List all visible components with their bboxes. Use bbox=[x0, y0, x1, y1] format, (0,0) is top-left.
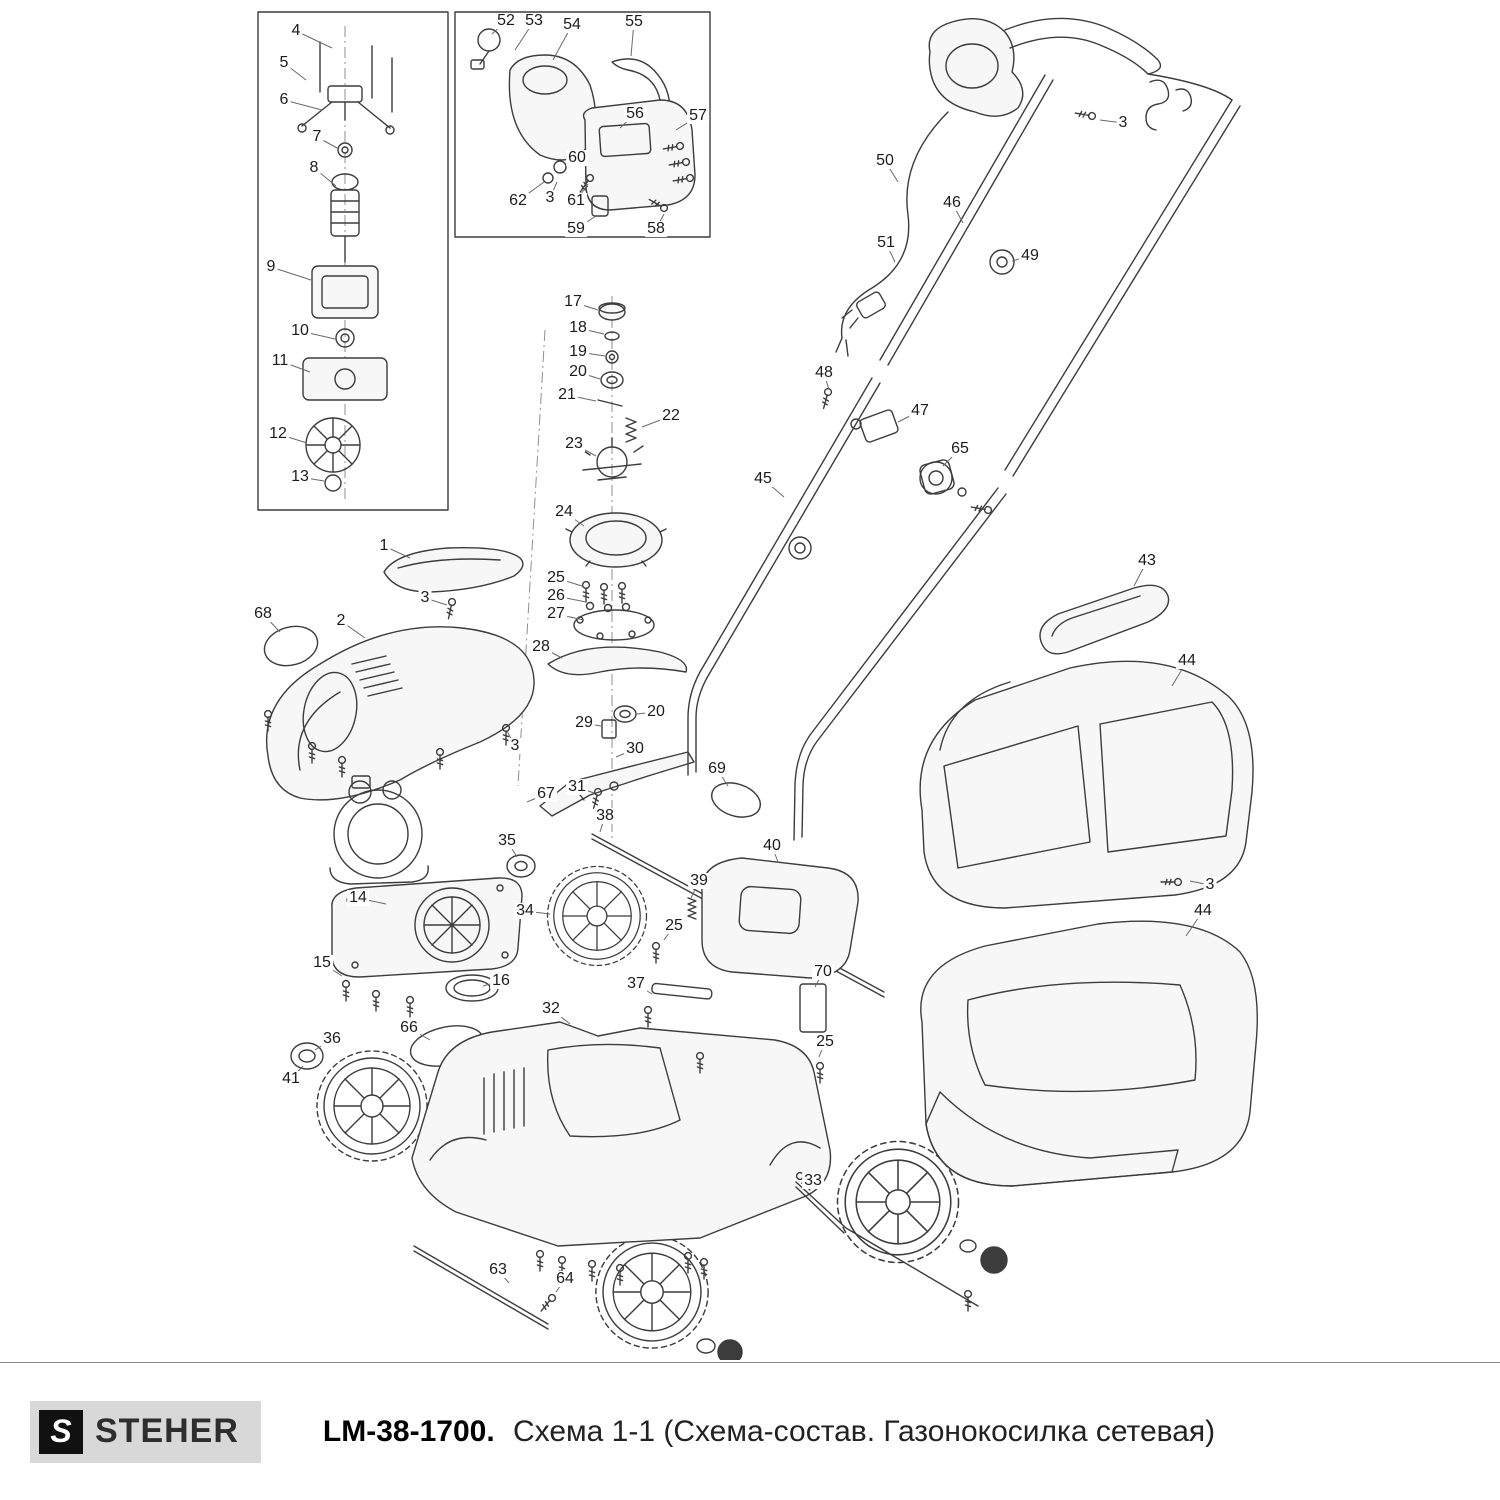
part-callout-11: 11 bbox=[269, 352, 291, 369]
part-callout-32: 32 bbox=[540, 1000, 562, 1017]
part-callout-6: 6 bbox=[277, 91, 291, 108]
part-callout-41: 41 bbox=[280, 1070, 302, 1087]
part-callout-25: 25 bbox=[814, 1033, 836, 1050]
document-title: LM-38-1700. Схема 1-1 (Схема-состав. Газ… bbox=[323, 1415, 1215, 1449]
grass-catcher-assembly bbox=[919, 584, 1258, 1187]
part-callout-35: 35 bbox=[496, 832, 518, 849]
mower-deck-housing bbox=[411, 782, 979, 1330]
handlebar-assembly bbox=[687, 17, 1241, 841]
part-callout-69: 69 bbox=[706, 760, 728, 777]
part-callout-7: 7 bbox=[310, 128, 324, 145]
part-callout-33: 33 bbox=[802, 1172, 824, 1189]
part-callout-65: 65 bbox=[949, 440, 971, 457]
lawn-mower-exploded-drawing bbox=[257, 11, 1258, 1360]
part-callout-59: 59 bbox=[565, 220, 587, 237]
part-callout-66: 66 bbox=[398, 1019, 420, 1036]
part-callout-50: 50 bbox=[874, 152, 896, 169]
part-callout-39: 39 bbox=[688, 872, 710, 889]
footer: S STEHER LM-38-1700. Схема 1-1 (Схема-со… bbox=[0, 1362, 1500, 1500]
part-callout-53: 53 bbox=[523, 12, 545, 29]
motor-cover-assembly bbox=[263, 547, 536, 1070]
part-callout-20: 20 bbox=[567, 363, 589, 380]
part-callout-62: 62 bbox=[507, 192, 529, 209]
schema-subtitle: Схема 1-1 (Схема-состав. Газонокосилка с… bbox=[513, 1414, 1216, 1448]
part-callout-58: 58 bbox=[645, 220, 667, 237]
part-callout-51: 51 bbox=[875, 234, 897, 251]
part-callout-5: 5 bbox=[277, 54, 291, 71]
part-callout-44: 44 bbox=[1192, 902, 1214, 919]
part-callout-40: 40 bbox=[761, 837, 783, 854]
part-callout-36: 36 bbox=[321, 1030, 343, 1047]
part-callout-18: 18 bbox=[567, 319, 589, 336]
part-callout-22: 22 bbox=[660, 407, 682, 424]
part-callout-3: 3 bbox=[1116, 114, 1130, 131]
part-callout-30: 30 bbox=[624, 740, 646, 757]
part-callout-24: 24 bbox=[553, 503, 575, 520]
part-callout-64: 64 bbox=[554, 1270, 576, 1287]
part-callout-14: 14 bbox=[347, 889, 369, 906]
part-callout-1: 1 bbox=[377, 537, 391, 554]
inset-box-switch-assembly bbox=[454, 11, 711, 238]
part-callout-26: 26 bbox=[545, 587, 567, 604]
part-callout-67: 67 bbox=[535, 785, 557, 802]
part-callout-70: 70 bbox=[812, 963, 834, 980]
part-callout-43: 43 bbox=[1136, 552, 1158, 569]
wheels bbox=[316, 865, 1008, 1360]
part-callout-34: 34 bbox=[514, 902, 536, 919]
part-callout-25: 25 bbox=[545, 569, 567, 586]
part-callout-3: 3 bbox=[508, 737, 522, 754]
part-callout-3: 3 bbox=[418, 589, 432, 606]
inset-box-motor-assembly bbox=[257, 11, 449, 511]
part-callout-15: 15 bbox=[311, 954, 333, 971]
part-callout-21: 21 bbox=[556, 386, 578, 403]
model-number: LM-38-1700. bbox=[322, 1414, 495, 1448]
part-callout-54: 54 bbox=[561, 16, 583, 33]
part-callout-48: 48 bbox=[813, 364, 835, 381]
part-callout-68: 68 bbox=[252, 605, 274, 622]
part-callout-38: 38 bbox=[594, 807, 616, 824]
part-callout-56: 56 bbox=[624, 105, 646, 122]
part-callout-8: 8 bbox=[307, 159, 321, 176]
part-callout-52: 52 bbox=[495, 12, 517, 29]
spindle-column bbox=[517, 296, 885, 998]
part-callout-57: 57 bbox=[687, 107, 709, 124]
part-callout-46: 46 bbox=[941, 194, 963, 211]
steher-logo-letter: S bbox=[50, 1413, 72, 1449]
part-callout-19: 19 bbox=[567, 343, 589, 360]
part-callout-9: 9 bbox=[264, 258, 278, 275]
part-callout-27: 27 bbox=[545, 605, 567, 622]
part-callout-44: 44 bbox=[1176, 652, 1198, 669]
part-callout-63: 63 bbox=[487, 1261, 509, 1278]
part-callout-61: 61 bbox=[565, 192, 587, 209]
steher-logo-icon: S bbox=[39, 1409, 83, 1454]
part-callout-4: 4 bbox=[289, 22, 303, 39]
part-callout-31: 31 bbox=[566, 778, 588, 795]
part-callout-47: 47 bbox=[909, 402, 931, 419]
part-callout-45: 45 bbox=[752, 470, 774, 487]
part-callout-3: 3 bbox=[1203, 876, 1217, 893]
part-callout-25: 25 bbox=[663, 917, 685, 934]
part-callout-10: 10 bbox=[289, 322, 311, 339]
part-callout-12: 12 bbox=[267, 425, 289, 442]
part-callout-60: 60 bbox=[566, 149, 588, 166]
part-callout-28: 28 bbox=[530, 638, 552, 655]
part-callout-20: 20 bbox=[645, 703, 667, 720]
part-callout-23: 23 bbox=[563, 435, 585, 452]
part-callout-49: 49 bbox=[1019, 247, 1041, 264]
steher-logo: S STEHER bbox=[30, 1400, 261, 1463]
part-callout-2: 2 bbox=[334, 612, 348, 629]
part-callout-29: 29 bbox=[573, 714, 595, 731]
part-callout-37: 37 bbox=[625, 975, 647, 992]
part-callout-17: 17 bbox=[562, 293, 584, 310]
part-callout-13: 13 bbox=[289, 468, 311, 485]
part-callout-16: 16 bbox=[490, 972, 512, 989]
brand-name: STEHER bbox=[95, 1412, 239, 1450]
part-callout-55: 55 bbox=[623, 13, 645, 30]
part-callout-3: 3 bbox=[543, 189, 557, 206]
